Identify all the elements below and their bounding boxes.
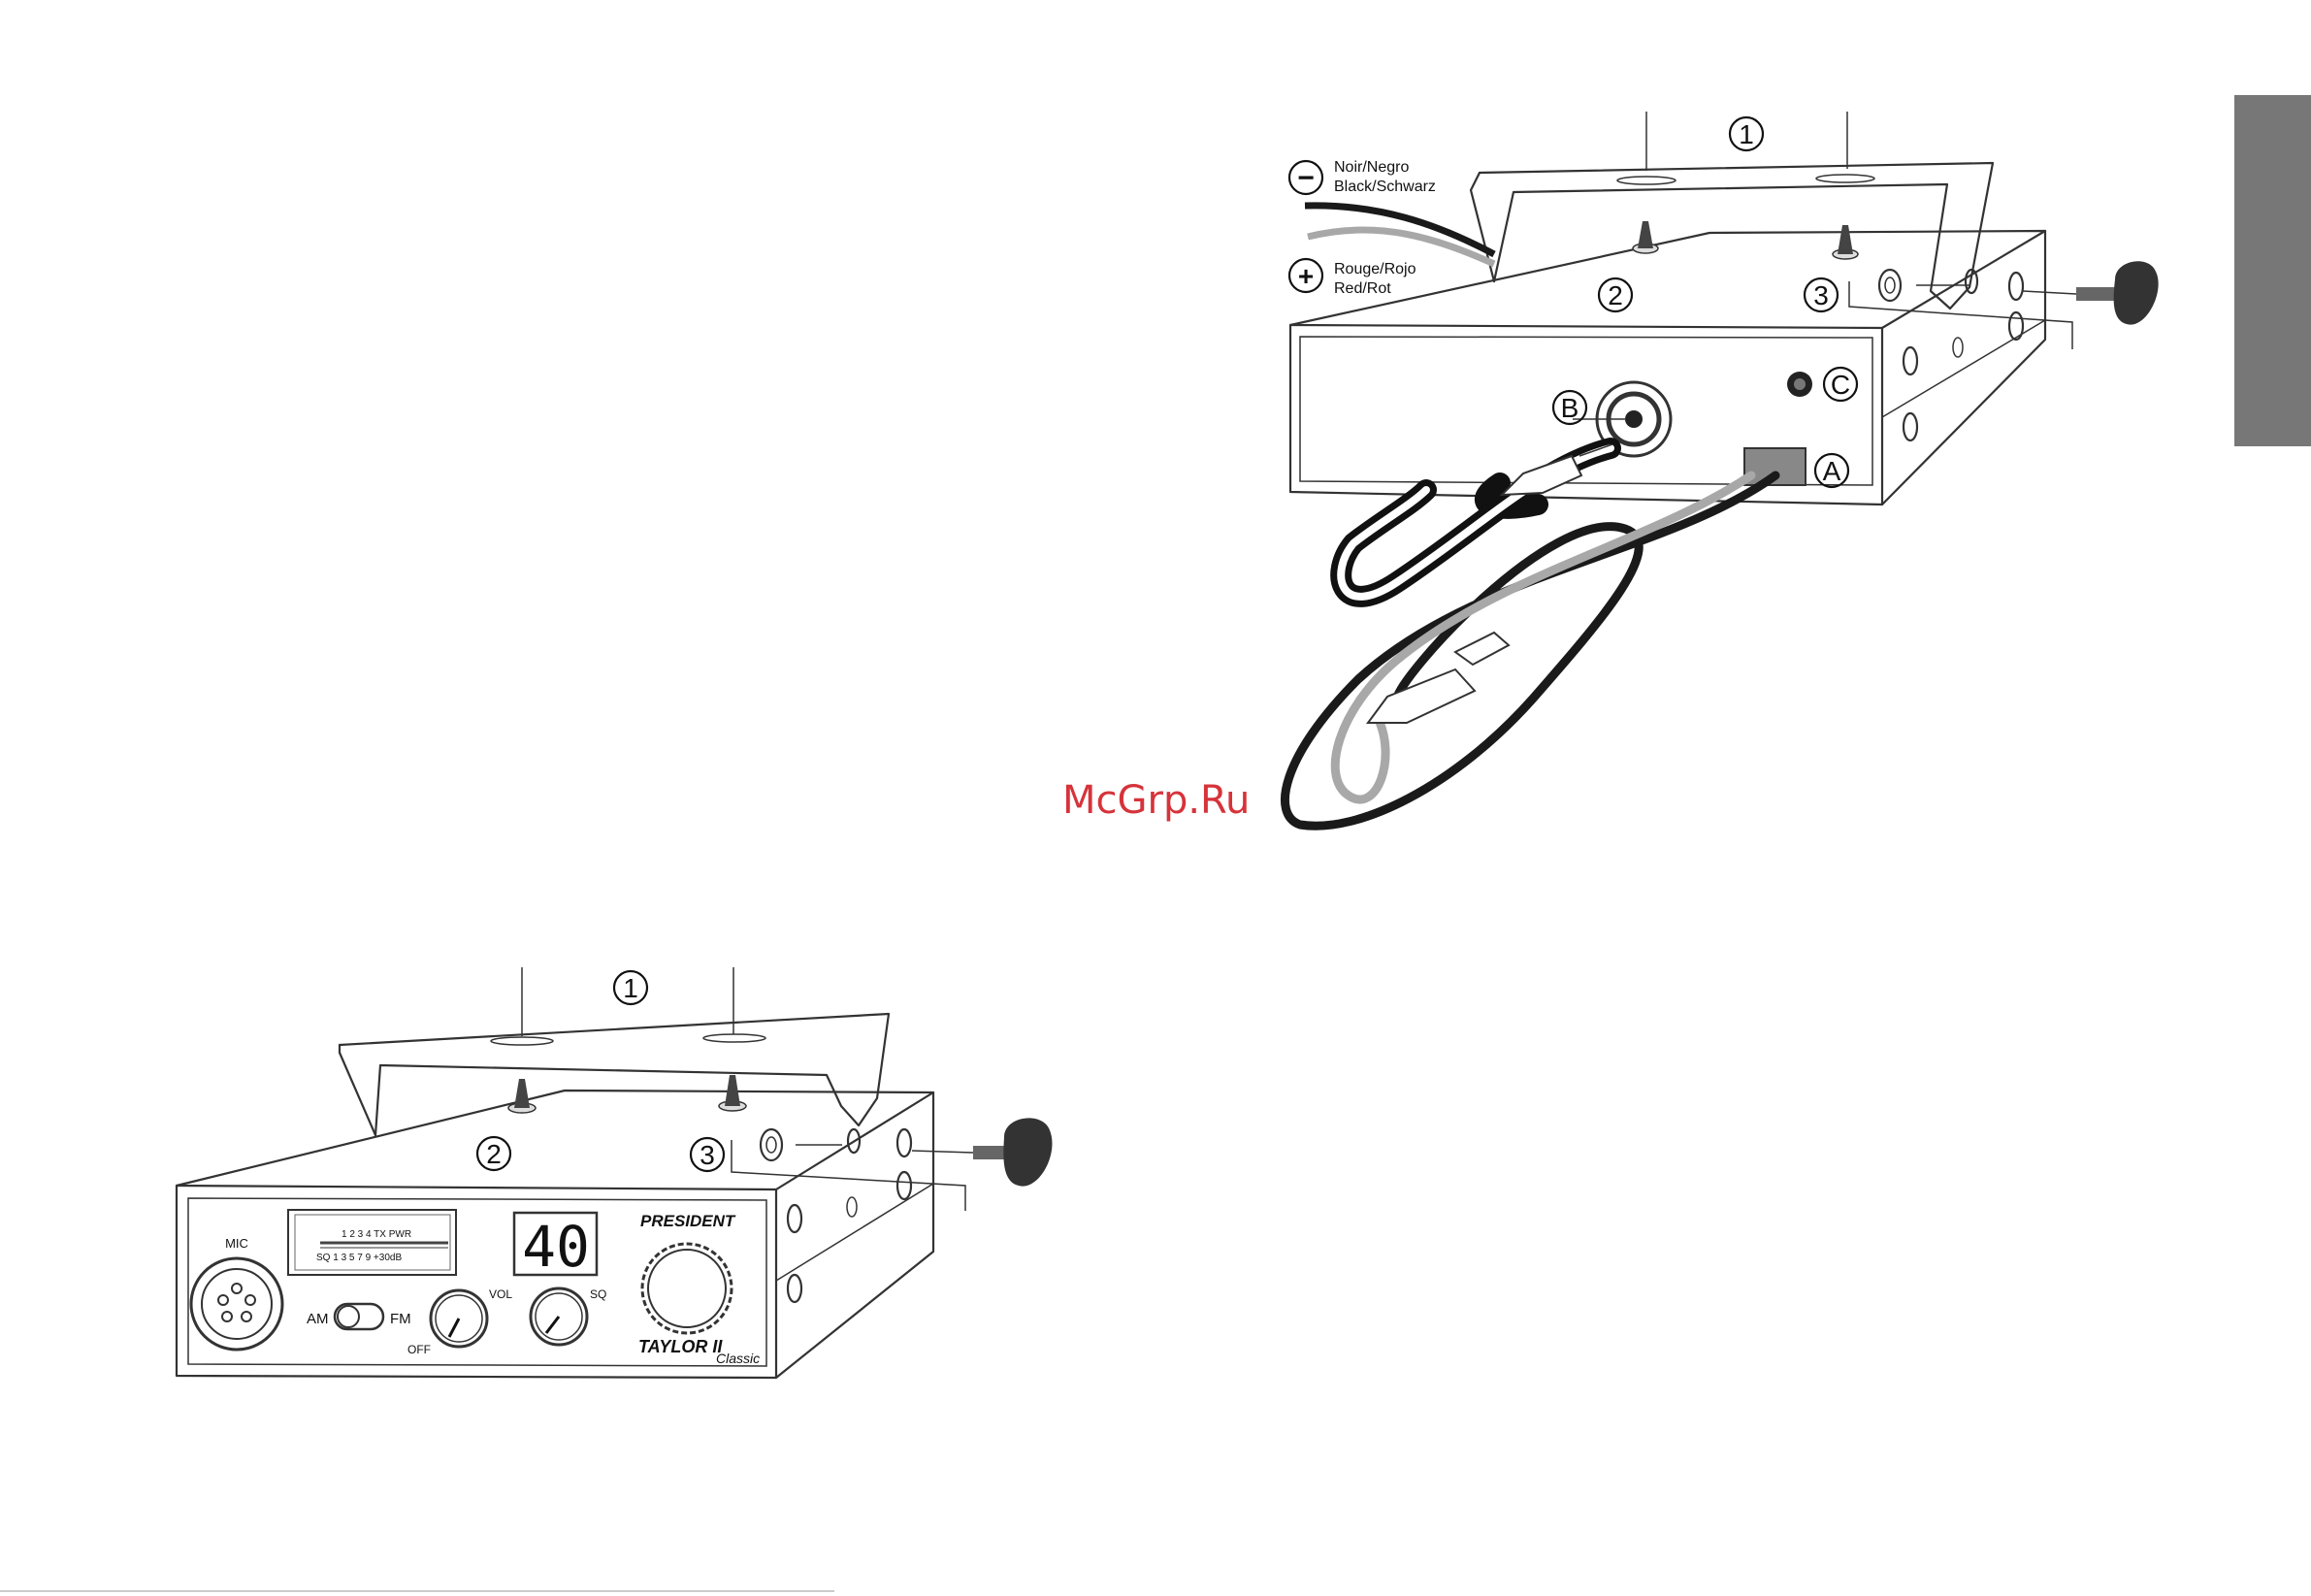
model-sub: Classic (716, 1351, 760, 1366)
watermark: McGrp.Ru (1062, 778, 1250, 823)
sq-label: SQ (590, 1287, 606, 1301)
rear-view-illustration: 1 2 (1285, 112, 2158, 826)
callout-1-rear: 1 (1739, 119, 1754, 149)
battery-wires: − Noir/Negro Black/Schwarz + Rouge/Rojo … (1289, 159, 1494, 297)
washer-knob-rear: 3 (1805, 261, 2159, 349)
am-label: AM (307, 1311, 329, 1327)
mounting-bracket-front: 1 (340, 967, 889, 1135)
negative-wire-label-1: Noir/Negro (1334, 159, 1409, 176)
positive-wire-label-2: Red/Rot (1334, 280, 1391, 297)
fm-label: FM (390, 1311, 411, 1327)
vol-label: VOL (489, 1287, 512, 1301)
meter-scale-top: 1 2 3 4 TX PWR (342, 1229, 411, 1240)
front-panel: MIC 1 2 3 4 TX PWR SQ 1 3 5 7 9 +30dB 40… (191, 1210, 760, 1366)
model-name: TAYLOR II (638, 1337, 723, 1356)
callout-3-front: 3 (700, 1140, 715, 1170)
callout-2-front: 2 (486, 1139, 502, 1169)
channel-number: 40 (522, 1214, 590, 1280)
callout-a: A (1823, 456, 1841, 486)
accessory-jack-c: C (1787, 368, 1857, 401)
off-label: OFF (407, 1343, 431, 1356)
svg-text:−: − (1297, 162, 1315, 194)
callout-1-front: 1 (623, 973, 638, 1003)
callout-b: B (1561, 393, 1579, 423)
svg-text:+: + (1298, 261, 1314, 291)
mic-label: MIC (225, 1236, 248, 1251)
negative-wire-label-2: Black/Schwarz (1334, 179, 1436, 195)
brand-logo: PRESIDENT (640, 1212, 736, 1230)
callout-c: C (1831, 370, 1850, 400)
positive-wire-label-1: Rouge/Rojo (1334, 261, 1416, 277)
callout-2-rear: 2 (1608, 280, 1623, 310)
antenna-coax-cable (1341, 444, 1612, 597)
side-tab (2234, 95, 2311, 446)
meter-scale-bottom: SQ 1 3 5 7 9 +30dB (316, 1253, 402, 1263)
callout-3-rear: 3 (1813, 280, 1829, 310)
mounting-bracket-rear: 1 (1471, 112, 1993, 309)
washer-knob-front: 3 (691, 1118, 1052, 1211)
front-view-illustration: 1 2 (177, 967, 1052, 1378)
